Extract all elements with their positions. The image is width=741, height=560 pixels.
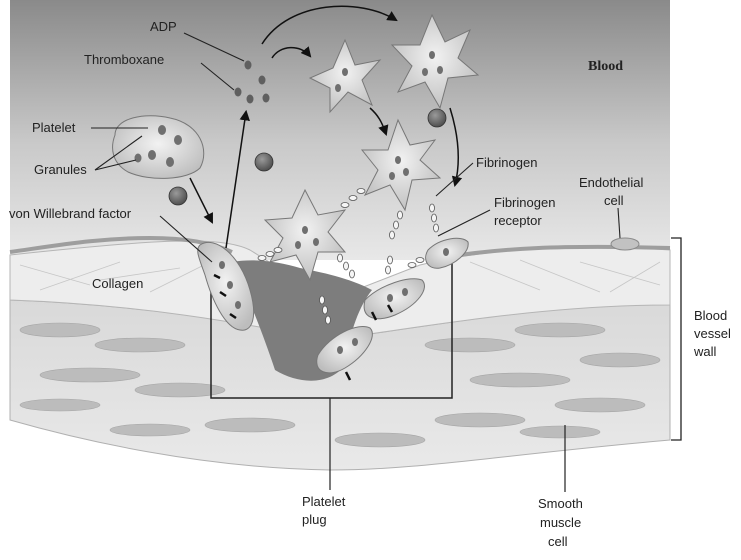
vessel-wall-bracket [671,238,681,440]
label-platelet-plug-1: Platelet [302,494,346,509]
label-smooth-muscle-2: muscle [540,515,581,530]
endothelial-cell-nucleus [611,238,639,250]
label-collagen: Collagen [92,276,143,291]
label-von-willebrand-factor: von Willebrand factor [9,206,132,221]
blood-region [10,0,670,260]
label-endothelial-cell-2: cell [604,193,624,208]
label-blood: Blood [588,59,623,74]
fibrinogen-sphere [169,187,187,205]
label-smooth-muscle-1: Smooth [538,496,583,511]
label-adp: ADP [150,19,177,34]
label-vessel-wall-3: wall [693,344,717,359]
label-granules: Granules [34,162,87,177]
label-platelet-plug-2: plug [302,512,327,527]
label-fibrinogen-receptor-1: Fibrinogen [494,195,555,210]
fibrinogen-sphere [255,153,273,171]
fibrinogen-sphere [428,109,446,127]
label-thromboxane: Thromboxane [84,52,164,67]
label-smooth-muscle-3: cell [548,534,568,549]
label-fibrinogen: Fibrinogen [476,155,537,170]
label-vessel-wall-1: Blood [694,308,727,323]
label-fibrinogen-receptor-2: receptor [494,213,542,228]
label-endothelial-cell-1: Endothelial [579,175,643,190]
label-platelet: Platelet [32,120,76,135]
label-vessel-wall-2: vessel [694,326,731,341]
